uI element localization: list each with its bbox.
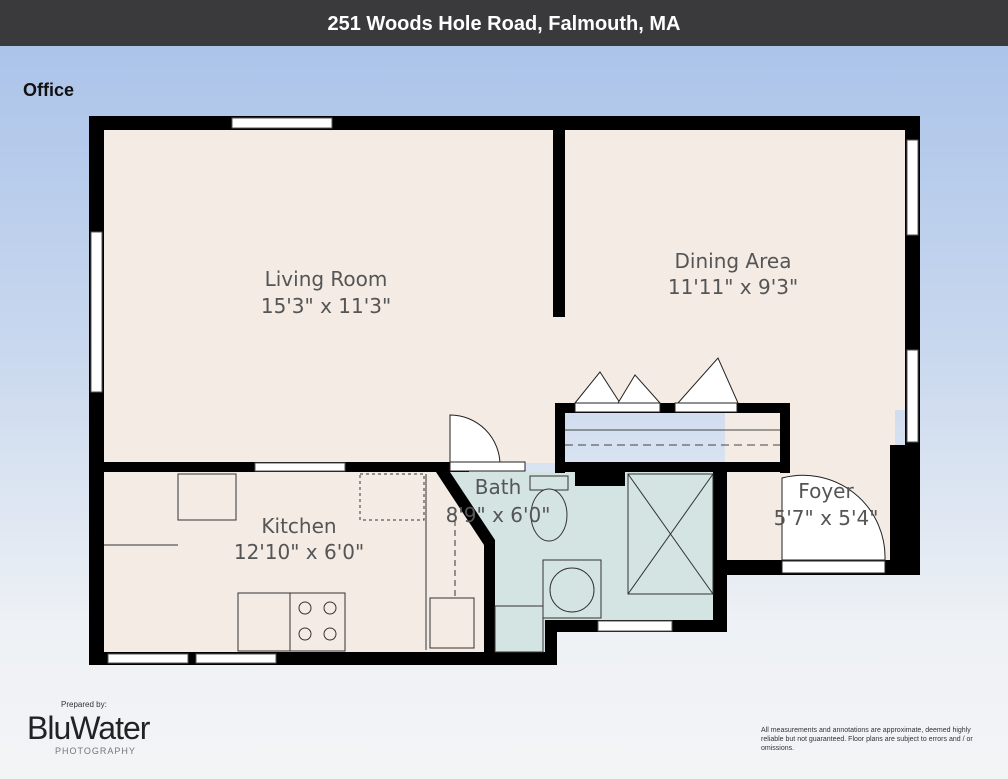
bluwater-logo: BluWater — [27, 710, 150, 746]
foyer-size: 5'7" x 5'4" — [774, 506, 879, 530]
dining-area-fill — [556, 130, 906, 410]
logo-subtitle: PHOTOGRAPHY — [55, 746, 136, 756]
wall — [555, 403, 790, 413]
burner — [323, 601, 337, 615]
stove — [289, 592, 346, 652]
bath-cabinet — [494, 605, 544, 653]
sink-basin — [549, 567, 595, 613]
counter — [177, 473, 237, 521]
bath-size: 8'9" x 6'0" — [446, 503, 551, 527]
water-heater — [429, 597, 475, 649]
wall — [555, 403, 565, 473]
toilet-bowl — [530, 488, 568, 542]
doors — [449, 357, 886, 574]
burner — [298, 627, 312, 641]
wall — [713, 472, 727, 632]
prepared-by-label: Prepared by: — [61, 700, 107, 709]
foyer-entry-door — [781, 474, 886, 561]
window — [597, 620, 673, 632]
dining-area-size: 11'11" x 9'3" — [668, 275, 798, 299]
bath-name: Bath — [475, 475, 522, 499]
living-room-size: 15'3" x 11'3" — [261, 294, 391, 318]
wall — [553, 130, 565, 317]
bath-door — [449, 414, 501, 466]
kitchen-fixtures — [104, 473, 475, 652]
page-title: 251 Woods Hole Road, Falmouth, MA — [0, 0, 1008, 46]
window — [254, 462, 346, 472]
window — [90, 231, 103, 393]
fireplace-hatch — [359, 473, 425, 521]
burner — [298, 601, 312, 615]
wall — [436, 472, 495, 652]
kitchen-name: Kitchen — [261, 514, 336, 538]
window — [906, 349, 919, 443]
wall — [555, 462, 790, 472]
wall — [575, 472, 625, 486]
living-room-name: Living Room — [265, 267, 388, 291]
window — [231, 117, 333, 129]
kitchen-size: 12'10" x 6'0" — [234, 540, 364, 564]
door-frame — [674, 402, 738, 413]
foyer-name: Foyer — [798, 479, 854, 503]
dining-area-name: Dining Area — [675, 249, 792, 273]
door-frame — [781, 560, 886, 574]
burner — [323, 627, 337, 641]
floor-label: Office — [23, 80, 75, 100]
bath-fixtures — [494, 473, 714, 653]
wall — [89, 116, 920, 130]
shower-diagonal — [627, 473, 714, 595]
counter — [237, 592, 291, 652]
wall — [890, 445, 920, 575]
window — [906, 139, 919, 236]
wall — [780, 403, 790, 473]
door-frame — [449, 461, 526, 472]
window — [195, 653, 277, 664]
room-labels: Living Room 15'3" x 11'3" Dining Area 11… — [234, 249, 879, 564]
disclaimer: All measurements and annotations are app… — [761, 727, 973, 752]
living-room-fill — [104, 130, 556, 463]
window — [107, 653, 189, 664]
door-frame — [574, 402, 661, 413]
windows — [90, 117, 919, 664]
toilet-tank — [529, 475, 569, 491]
